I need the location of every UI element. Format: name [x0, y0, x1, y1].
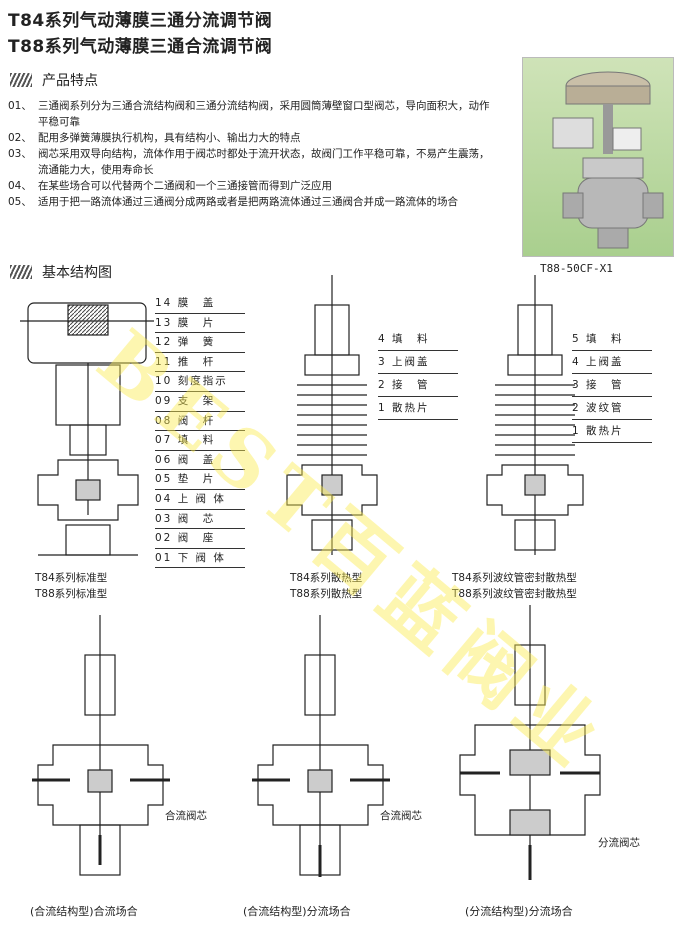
legend-item: 5 填 料 — [572, 328, 652, 351]
product-photo — [522, 57, 674, 257]
core-label-merge-2: 合流阀芯 — [380, 810, 422, 822]
legend-item: 1 散热片 — [572, 420, 652, 443]
legend-item: 04 上 阀 体 — [155, 490, 245, 510]
photo-caption: T88-50CF-X1 — [540, 262, 613, 275]
legend-mid: 4 填 料 3 上阀盖 2 接 管 1 散热片 — [378, 328, 458, 420]
legend-item: 2 波纹管 — [572, 397, 652, 420]
feature-item: 04、在某些场合可以代替两个二通阀和一个三通接管而得到广泛应用 — [8, 180, 332, 192]
drawing-merge-merge — [32, 615, 170, 876]
legend-item: 3 上阀盖 — [378, 351, 458, 374]
structure-heading: 基本结构图 — [10, 262, 112, 282]
structure-heading-text: 基本结构图 — [42, 265, 112, 281]
legend-item: 1 散热片 — [378, 397, 458, 420]
feature-item: 02、配用多弹簧薄膜执行机构，具有结构小、输出力大的特点 — [8, 132, 301, 144]
legend-item: 12 弹 簧 — [155, 333, 245, 353]
legend-item: 14 膜 盖 — [155, 294, 245, 314]
bottom-label-3: (分流结构型)分流场合 — [465, 905, 573, 918]
core-label-merge: 合流阀芯 — [165, 810, 207, 822]
legend-item: 08 阀 杆 — [155, 412, 245, 432]
feature-item: 01、三通阀系列分为三通合流结构阀和三通分流结构阀，采用圆筒薄壁窗口型阀芯，导向… — [8, 100, 490, 128]
section-marker-icon — [10, 73, 32, 87]
legend-item: 05 垫 片 — [155, 470, 245, 490]
legend-item: 02 阀 座 — [155, 529, 245, 549]
title-t88: T88系列气动薄膜三通合流调节阀 — [8, 37, 273, 57]
legend-item: 4 上阀盖 — [572, 351, 652, 374]
legend-item: 13 膜 片 — [155, 314, 245, 334]
drawing-merge-split — [252, 615, 390, 877]
bottom-label-1: (合流结构型)合流场合 — [30, 905, 138, 918]
features-heading-text: 产品特点 — [42, 73, 98, 89]
section-marker-icon — [10, 265, 32, 279]
legend-item: 2 接 管 — [378, 374, 458, 397]
drawing-standard — [20, 302, 154, 556]
legend-item: 09 支 架 — [155, 392, 245, 412]
feature-item: 05、适用于把一路流体通过三通阀分成两路或者是把两路流体通过三通阀合并成一路流体… — [8, 196, 458, 208]
feature-item: 03、阀芯采用双导向结构，流体作用于阀芯时都处于流开状态，故阀门工作平稳可靠，不… — [8, 148, 490, 176]
title-t84: T84系列气动薄膜三通分流调节阀 — [8, 11, 273, 31]
features-list: 01、三通阀系列分为三通合流结构阀和三通分流结构阀，采用圆筒薄壁窗口型阀芯，导向… — [8, 98, 498, 210]
legend-item: 03 阀 芯 — [155, 510, 245, 530]
legend-main: 14 膜 盖 13 膜 片 12 弹 簧 11 推 杆 10 刻度指示 09 支… — [155, 294, 245, 569]
legend-item: 10 刻度指示 — [155, 372, 245, 392]
bottom-label-2: (合流结构型)分流场合 — [243, 905, 351, 918]
legend-item: 06 阀 盖 — [155, 451, 245, 471]
legend-item: 3 接 管 — [572, 374, 652, 397]
drawing-bellows — [486, 275, 584, 555]
legend-right: 5 填 料 4 上阀盖 3 接 管 2 波纹管 1 散热片 — [572, 328, 652, 443]
legend-item: 4 填 料 — [378, 328, 458, 351]
legend-item: 07 填 料 — [155, 431, 245, 451]
drawing-split-split — [459, 605, 601, 880]
drawing-heat-sink — [286, 275, 378, 555]
legend-item: 01 下 阀 体 — [155, 549, 245, 569]
core-label-split: 分流阀芯 — [598, 837, 640, 849]
features-heading: 产品特点 — [10, 70, 98, 90]
legend-item: 11 推 杆 — [155, 353, 245, 373]
